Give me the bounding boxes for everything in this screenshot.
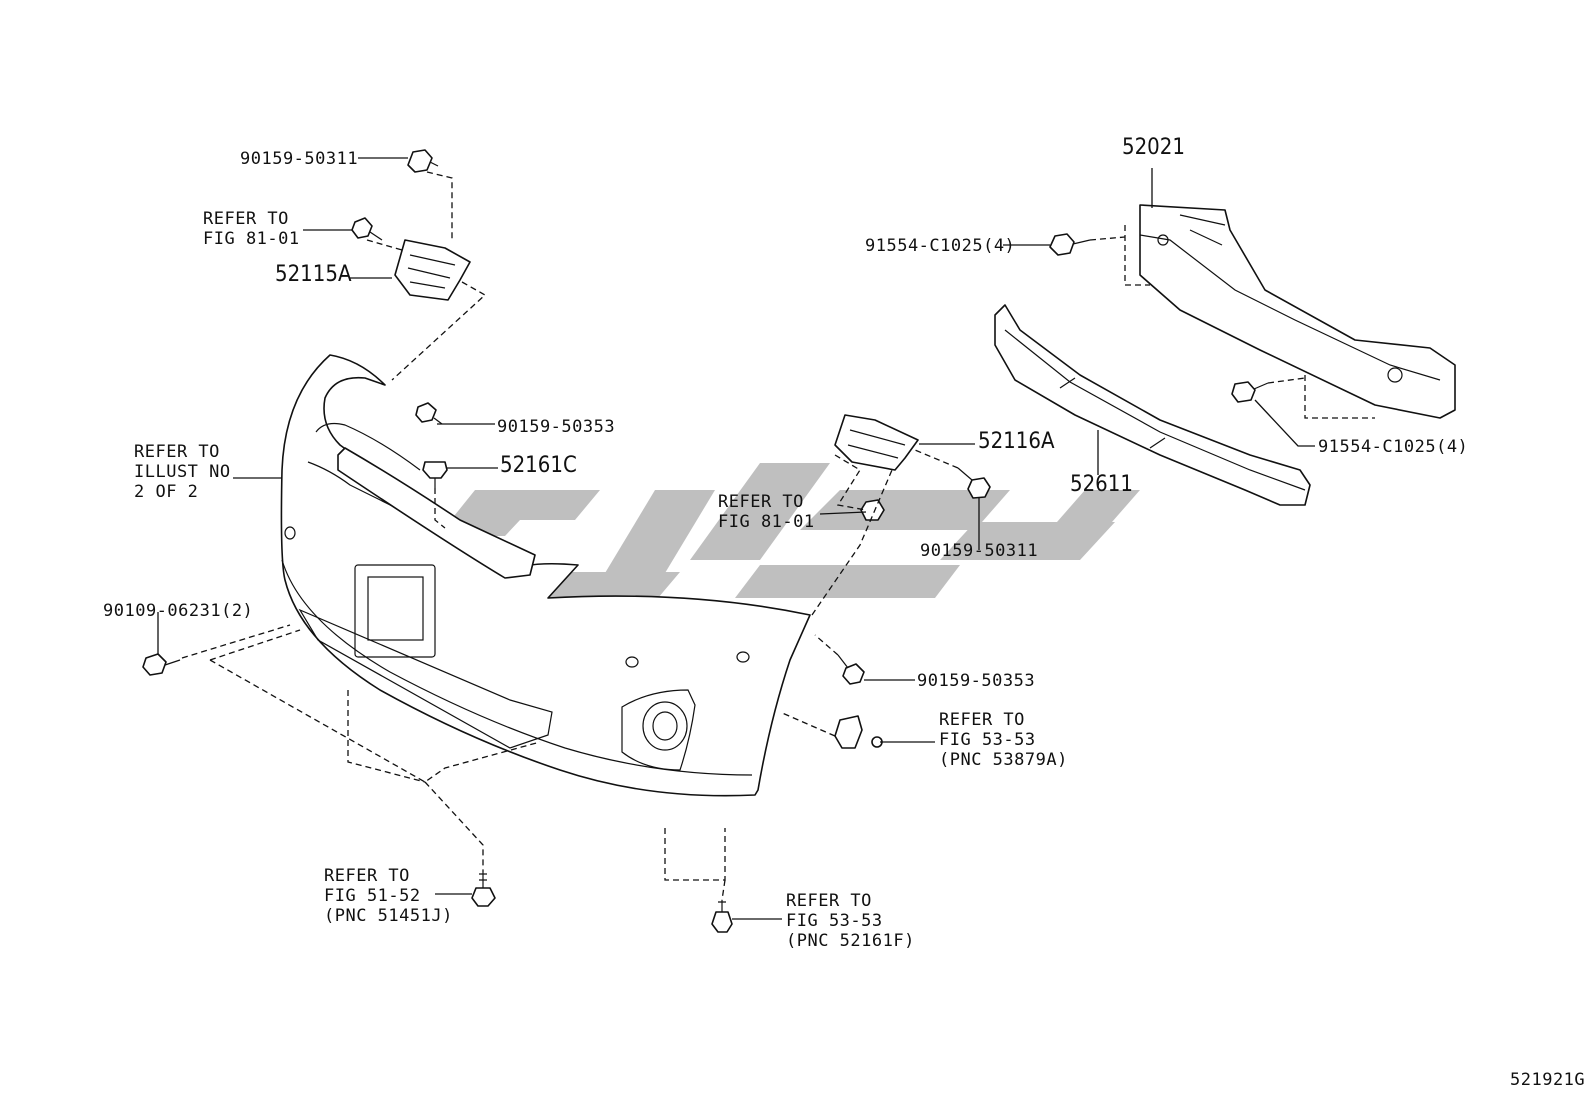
label-90159-50311-top[interactable]: 90159-50311: [240, 149, 359, 169]
bumper-reinforcement-52021[interactable]: [1124, 204, 1456, 419]
label-52611[interactable]: 52611: [1070, 472, 1133, 497]
bolt-fig8101-mid[interactable]: [860, 499, 885, 521]
label-refer-fig-81-01-mid[interactable]: REFER TO FIG 81-01: [718, 492, 815, 532]
bolt-91554-C1025-left[interactable]: [1049, 233, 1091, 256]
label-90109-06231[interactable]: 90109-06231(2): [103, 601, 254, 621]
label-52115A[interactable]: 52115A: [275, 262, 352, 287]
bolt-90109-06231[interactable]: [142, 653, 181, 676]
leader-lines: [157, 157, 1315, 920]
bolt-91554-C1025-right[interactable]: [1231, 381, 1269, 403]
diagram-id: 521921G: [1510, 1070, 1586, 1090]
bolt-fig8101-top[interactable]: [351, 217, 383, 241]
label-refer-fig-81-01-top[interactable]: REFER TO FIG 81-01: [203, 209, 300, 249]
bolt-90159-50311-mid[interactable]: [957, 467, 991, 499]
assembly-dash-lines: [181, 171, 1306, 901]
label-refer-fig-53-53-pnc-53879a[interactable]: REFER TO FIG 53-53 (PNC 53879A): [939, 710, 1068, 770]
screw-fig5152[interactable]: [471, 872, 496, 907]
fog-lamp-bracket-fig5353[interactable]: [834, 715, 883, 749]
bolt-90159-50353-top[interactable]: [415, 402, 443, 425]
label-90159-50311-mid[interactable]: 90159-50311: [920, 541, 1039, 561]
bolt-90159-50311-top[interactable]: [407, 149, 439, 173]
front-bumper-cover[interactable]: [280, 354, 811, 797]
label-refer-fig-51-52-pnc-51451j[interactable]: REFER TO FIG 51-52 (PNC 51451J): [324, 866, 453, 926]
bumper-energy-absorber-52611[interactable]: [994, 304, 1311, 506]
label-52021[interactable]: 52021: [1122, 135, 1185, 160]
label-90159-50353-top[interactable]: 90159-50353: [497, 417, 616, 437]
label-91554-C1025-left[interactable]: 91554-C1025(4): [865, 236, 1016, 256]
label-90159-50353-bottom[interactable]: 90159-50353: [917, 671, 1036, 691]
bumper-side-retainer-52115A[interactable]: [394, 239, 471, 301]
watermark: [438, 463, 1140, 598]
label-refer-fig-53-53-pnc-52161f[interactable]: REFER TO FIG 53-53 (PNC 52161F): [786, 891, 915, 951]
clip-52161C[interactable]: [422, 461, 448, 488]
bumper-side-retainer-52116A[interactable]: [834, 414, 919, 471]
clip-fig5353[interactable]: [711, 900, 733, 933]
label-52161C[interactable]: 52161C: [500, 453, 577, 478]
label-refer-illust-2-of-2[interactable]: REFER TO ILLUST NO 2 OF 2: [134, 442, 231, 502]
label-52116A[interactable]: 52116A: [978, 429, 1055, 454]
bolt-90159-50353-bottom[interactable]: [837, 654, 865, 685]
label-91554-C1025-right[interactable]: 91554-C1025(4): [1318, 437, 1469, 457]
